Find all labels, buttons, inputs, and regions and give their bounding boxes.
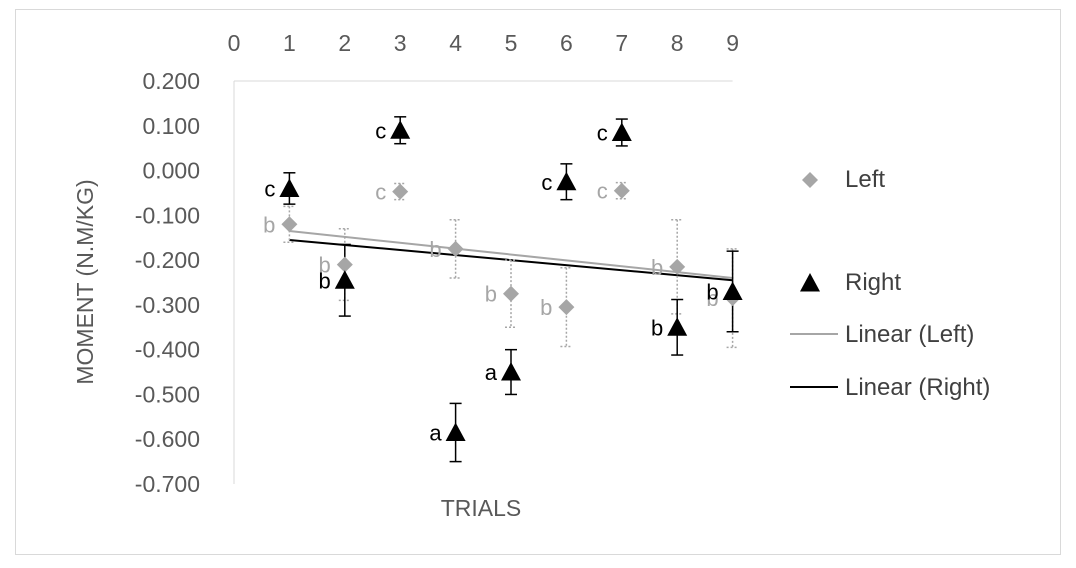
data-label-left: b [319,253,331,278]
data-label-right: c [264,176,275,201]
y-tick-label: -0.400 [135,337,200,363]
data-point-right [722,281,743,300]
x-tick-label: 0 [228,30,241,56]
data-label-right: c [541,170,552,195]
x-tick-label: 7 [615,30,628,56]
data-point-left [392,183,409,200]
data-point-right [445,422,466,442]
data-point-left [281,216,298,233]
data-label-left: b [540,295,552,320]
data-point-right [611,122,632,141]
y-tick-label: -0.300 [135,292,200,318]
axes-layer: 0 1 2 3 4 5 6 7 8 9 0.200 0.100 0.000 -0.100 -0.200 -0.… [135,30,739,497]
y-tick-label: -0.100 [135,202,200,228]
x-tick-label: 6 [560,30,573,56]
legend-marker-right [800,273,820,292]
data-label-left: b [651,255,663,280]
data-label-left: b [706,286,718,311]
x-tick-label: 1 [283,30,296,56]
data-label-right: c [375,118,386,143]
y-tick-label: -0.700 [135,471,200,497]
legend-label-linear-left: Linear (Left) [845,321,974,348]
data-point-right [334,270,355,289]
data-point-right [390,120,411,139]
y-axis-title: MOMENT (N.M/KG) [72,179,98,384]
data-label-right: b [651,315,663,340]
legend-label-right: Right [845,269,901,296]
x-tick-label: 3 [394,30,407,56]
data-point-left [558,299,575,316]
y-tick-label: 0.100 [142,113,200,139]
data-point-right [667,317,688,336]
data-point-right [501,362,521,381]
points-layer [279,120,743,442]
data-point-right [556,171,577,191]
trendline-left [289,230,733,280]
data-label-right: a [429,421,442,446]
data-label-left: c [375,180,386,205]
data-point-left [613,182,630,199]
x-axis-title: TRIALS [441,495,522,521]
data-label-right: c [597,120,608,145]
y-tick-label: 0.000 [142,158,200,184]
data-label-left: b [263,212,275,237]
legend-label-left: Left [845,166,885,193]
x-tick-label: 8 [671,30,684,56]
x-tick-label: 5 [505,30,518,56]
chart-frame [15,9,1061,555]
y-tick-label: -0.200 [135,247,200,273]
y-tick-label: -0.500 [135,381,200,407]
data-point-left [447,240,464,257]
data-label-left: b [485,282,497,307]
data-point-left [669,258,686,275]
data-label-right: a [485,360,498,385]
x-tick-label: 9 [726,30,739,56]
data-label-left: c [597,179,608,204]
data-point-left [336,256,353,273]
y-tick-label: -0.600 [135,426,200,452]
x-tick-label: 4 [449,30,462,56]
data-label-right: b [706,279,718,304]
x-tick-label: 2 [338,30,351,56]
legend-label-linear-right: Linear (Right) [845,374,990,401]
data-point-right [279,178,300,197]
data-label-left: b [429,237,441,262]
data-point-left [503,285,519,302]
data-label-right: b [319,268,331,293]
y-tick-label: 0.200 [142,68,200,94]
legend-marker-left [802,172,818,188]
